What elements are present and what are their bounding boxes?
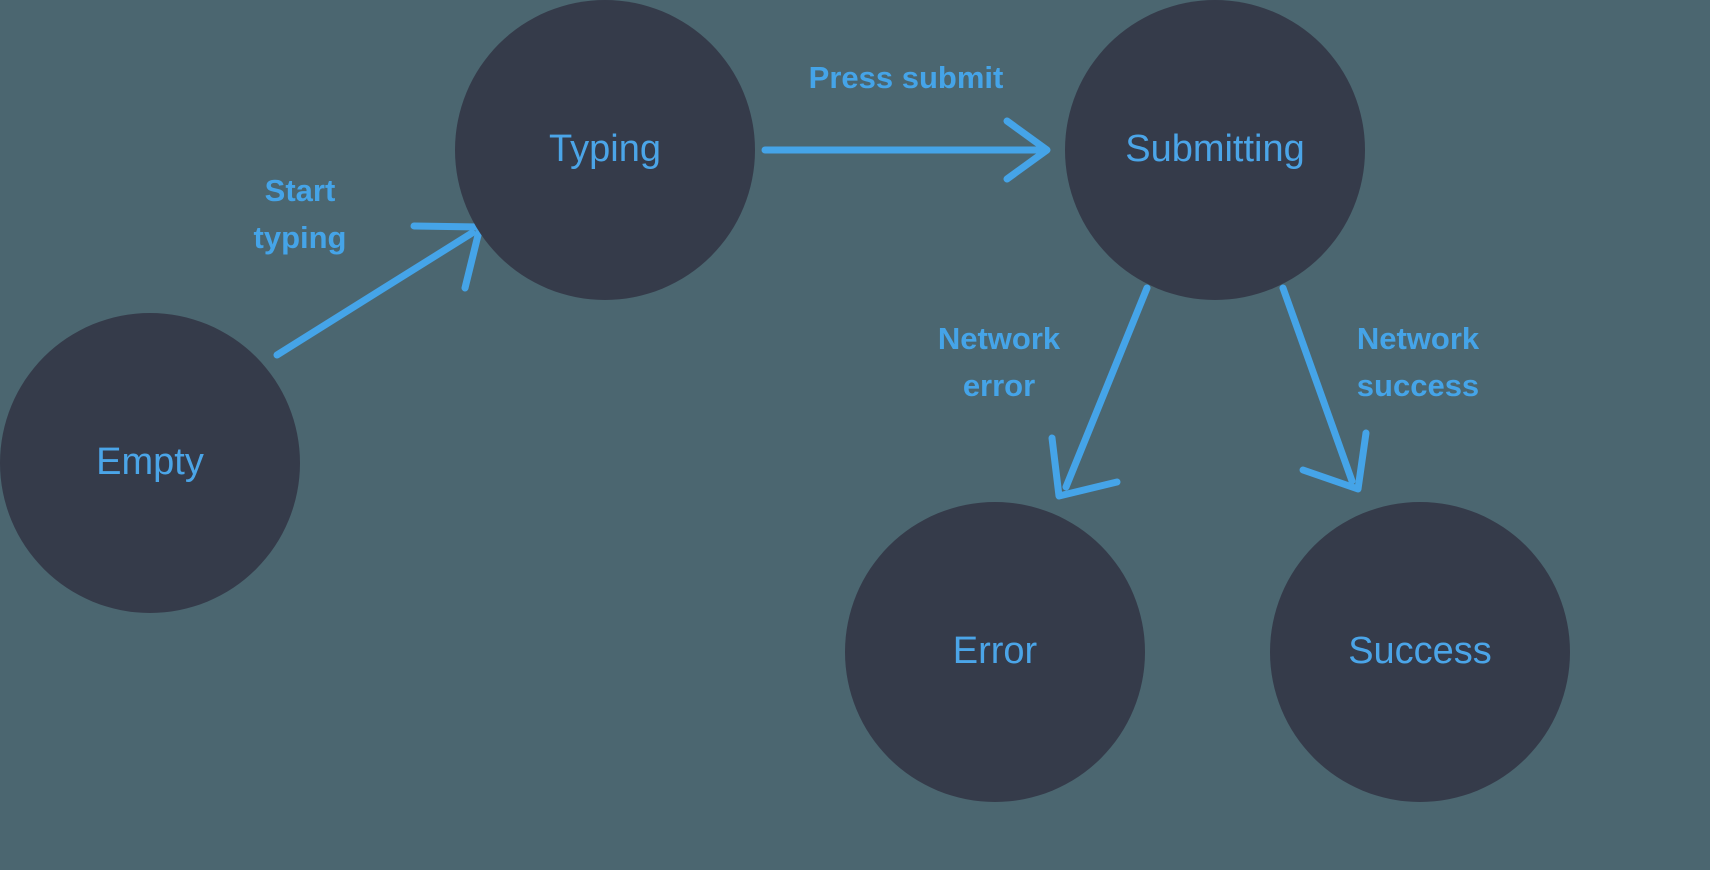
transition-network-success-label-line1: Network (1357, 321, 1480, 356)
state-node-error-label: Error (953, 630, 1038, 672)
transition-start-typing-label-line1: Start (265, 173, 336, 208)
state-node-empty[interactable]: Empty (0, 313, 300, 613)
transition-network-success-label-line2: success (1357, 368, 1479, 403)
state-node-error-circle[interactable] (845, 502, 1145, 802)
state-node-empty-circle[interactable] (0, 313, 300, 613)
transition-network-error: Network error (938, 284, 1151, 500)
transition-network-error-line (1062, 284, 1151, 491)
transition-start-typing-line (273, 229, 476, 359)
transition-network-error-arrowhead-icon (1048, 434, 1121, 500)
transition-start-typing: Start typing (254, 173, 484, 359)
state-node-error[interactable]: Error (845, 502, 1145, 802)
state-node-typing[interactable]: Typing (455, 0, 755, 300)
state-node-typing-circle[interactable] (455, 0, 755, 300)
transition-start-typing-label-line2: typing (254, 220, 347, 255)
transition-press-submit-arrowhead-icon (1003, 117, 1051, 183)
state-node-success[interactable]: Success (1270, 502, 1570, 802)
transition-network-success-line (1279, 284, 1356, 485)
state-node-success-label: Success (1348, 630, 1492, 672)
transition-press-submit: Press submit (761, 60, 1051, 183)
state-node-submitting-circle[interactable] (1065, 0, 1365, 300)
transition-network-error-label-line2: error (963, 368, 1035, 403)
state-node-typing-label: Typing (549, 128, 661, 170)
state-node-submitting-label: Submitting (1125, 128, 1305, 170)
state-node-empty-label: Empty (96, 441, 204, 483)
state-node-submitting[interactable]: Submitting (1065, 0, 1365, 300)
state-node-success-circle[interactable] (1270, 502, 1570, 802)
transition-network-success: Network success (1279, 284, 1480, 493)
transition-press-submit-label: Press submit (809, 60, 1004, 95)
transition-network-error-label-line1: Network (938, 321, 1061, 356)
transition-network-success-arrowhead-icon (1299, 429, 1370, 493)
